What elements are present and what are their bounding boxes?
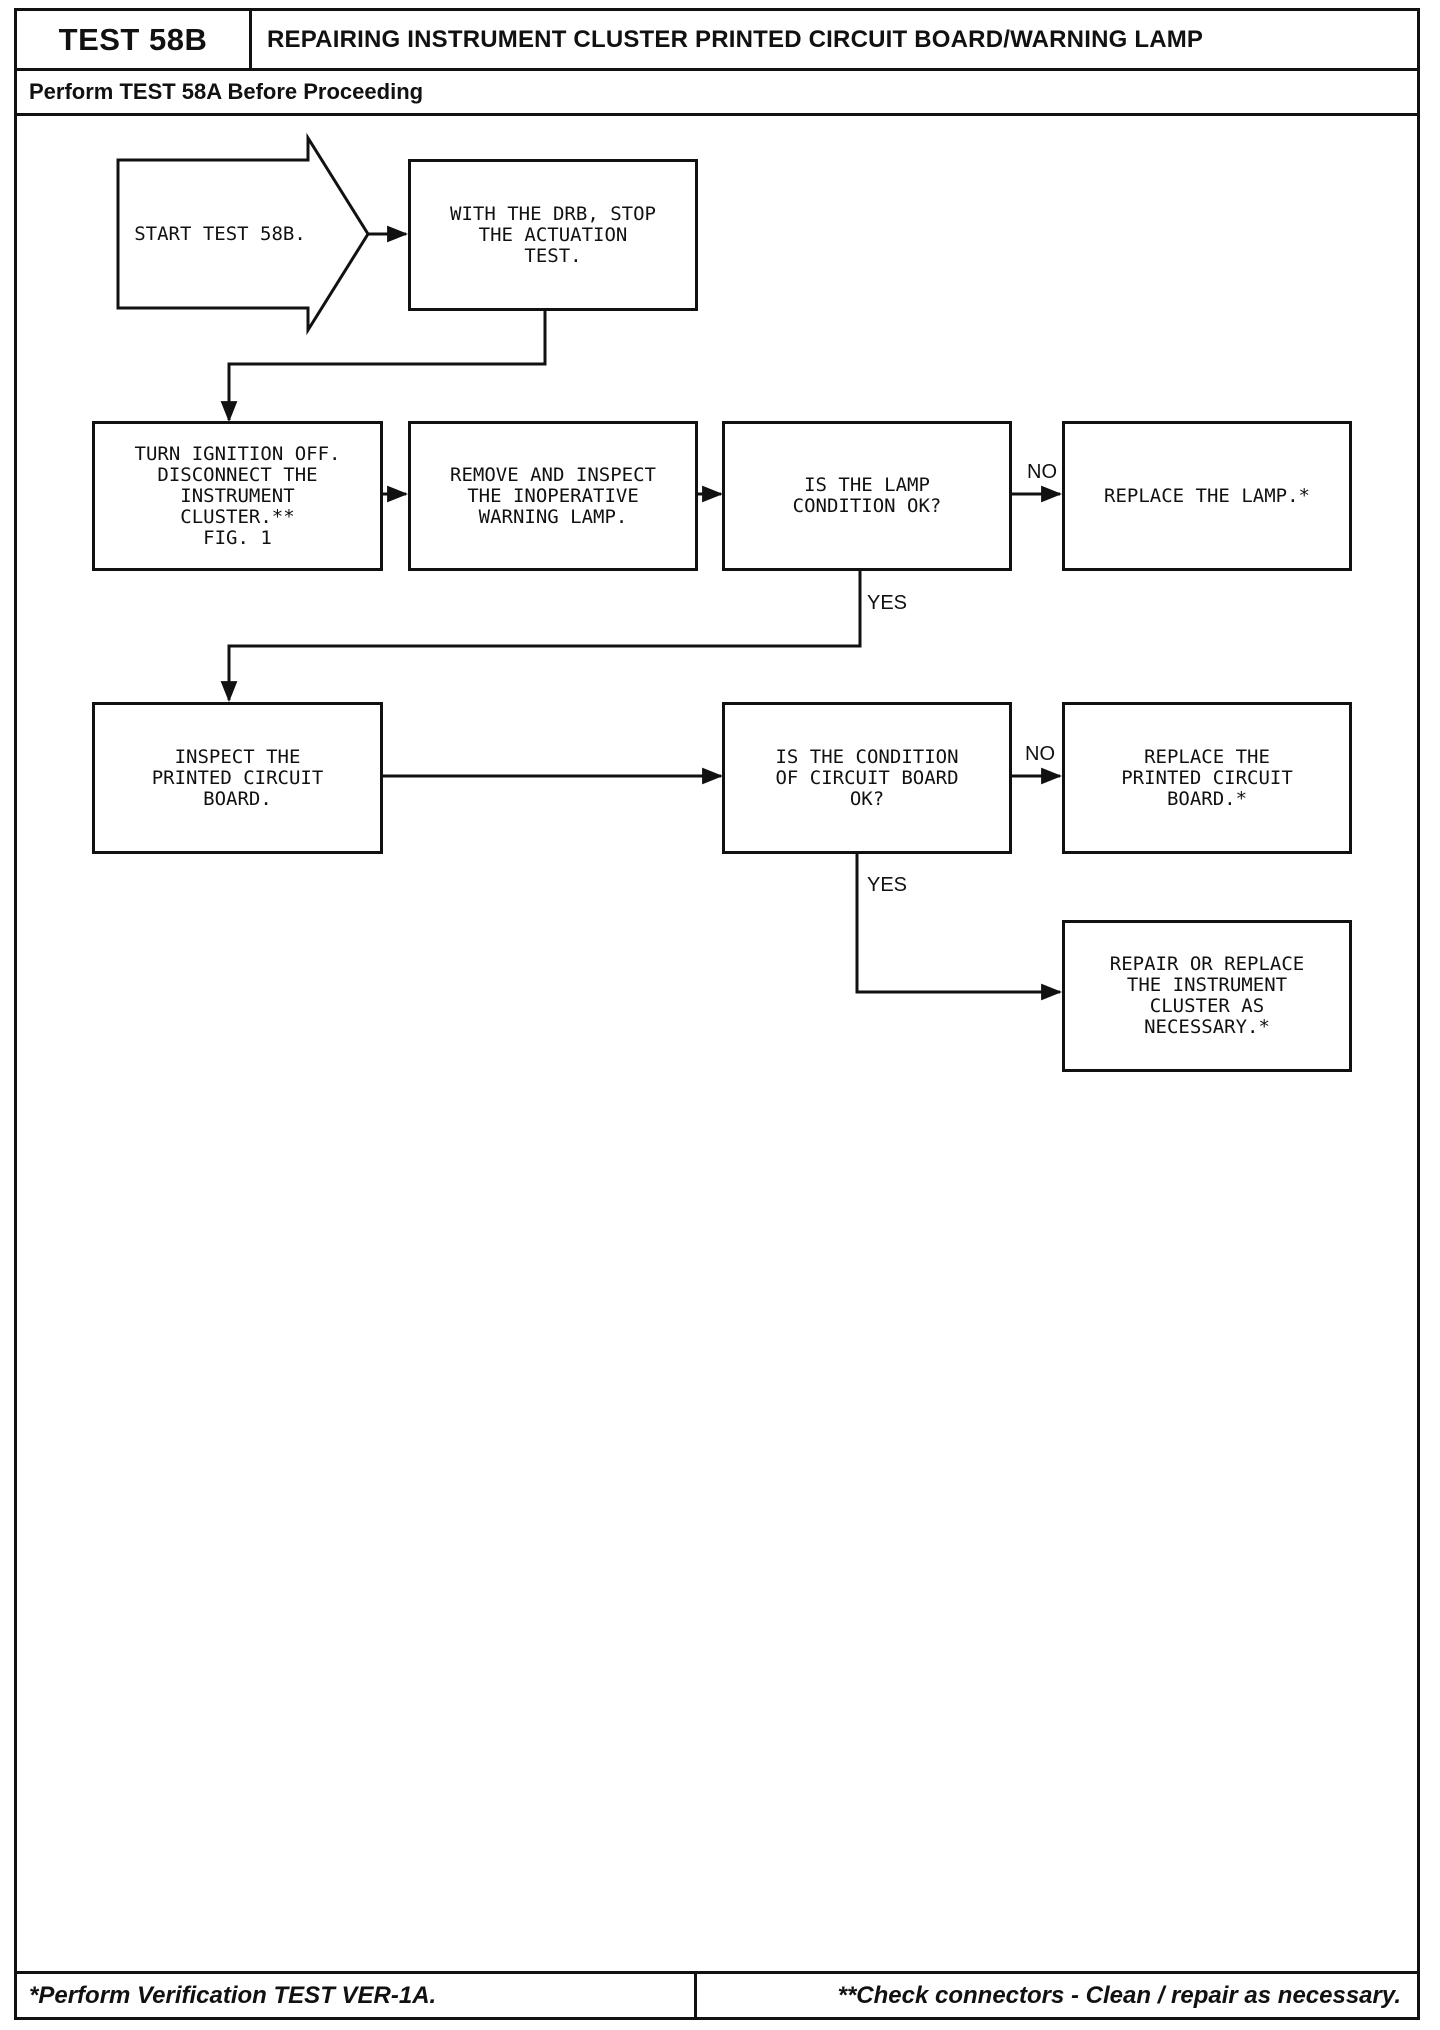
step-replace-lamp: REPLACE THE LAMP.* <box>1062 421 1352 571</box>
page-title: REPAIRING INSTRUMENT CLUSTER PRINTED CIR… <box>267 25 1204 53</box>
step-replace-pcb: REPLACE THE PRINTED CIRCUIT BOARD.* <box>1062 702 1352 854</box>
page-frame: TEST 58B REPAIRING INSTRUMENT CLUSTER PR… <box>14 8 1420 2020</box>
label-yes-board: YES <box>867 874 908 896</box>
footer-bar: *Perform Verification TEST VER-1A. **Che… <box>17 1971 1417 2017</box>
footnote-connectors: **Check connectors - Clean / repair as n… <box>837 1981 1401 2009</box>
start-step: START TEST 58B. <box>134 223 306 245</box>
test-id: TEST 58B <box>17 11 252 68</box>
connector-board-yes <box>855 853 1063 1001</box>
decision-lamp-condition: IS THE LAMP CONDITION OK? <box>722 421 1012 571</box>
decision-board-condition: IS THE CONDITION OF CIRCUIT BOARD OK? <box>722 702 1012 854</box>
step-stop-actuation: WITH THE DRB, STOP THE ACTUATION TEST. <box>408 159 698 311</box>
connector-stop-to-ignition <box>220 309 547 423</box>
footnote-verification: *Perform Verification TEST VER-1A. <box>17 1974 697 2017</box>
step-remove-inspect-lamp: REMOVE AND INSPECT THE INOPERATIVE WARNI… <box>408 421 698 571</box>
label-no-lamp: NO <box>1027 461 1057 483</box>
prerequisite-note: Perform TEST 58A Before Proceeding <box>17 71 1417 116</box>
label-yes-lamp: YES <box>867 592 908 614</box>
connector-lamp-yes <box>220 570 862 703</box>
start-arrow-shape <box>116 132 370 336</box>
step-turn-ignition-off: TURN IGNITION OFF. DISCONNECT THE INSTRU… <box>92 421 383 571</box>
label-no-board: NO <box>1025 743 1055 765</box>
step-repair-cluster: REPAIR OR REPLACE THE INSTRUMENT CLUSTER… <box>1062 920 1352 1072</box>
step-inspect-pcb: INSPECT THE PRINTED CIRCUIT BOARD. <box>92 702 383 854</box>
header-bar: TEST 58B REPAIRING INSTRUMENT CLUSTER PR… <box>17 11 1417 71</box>
